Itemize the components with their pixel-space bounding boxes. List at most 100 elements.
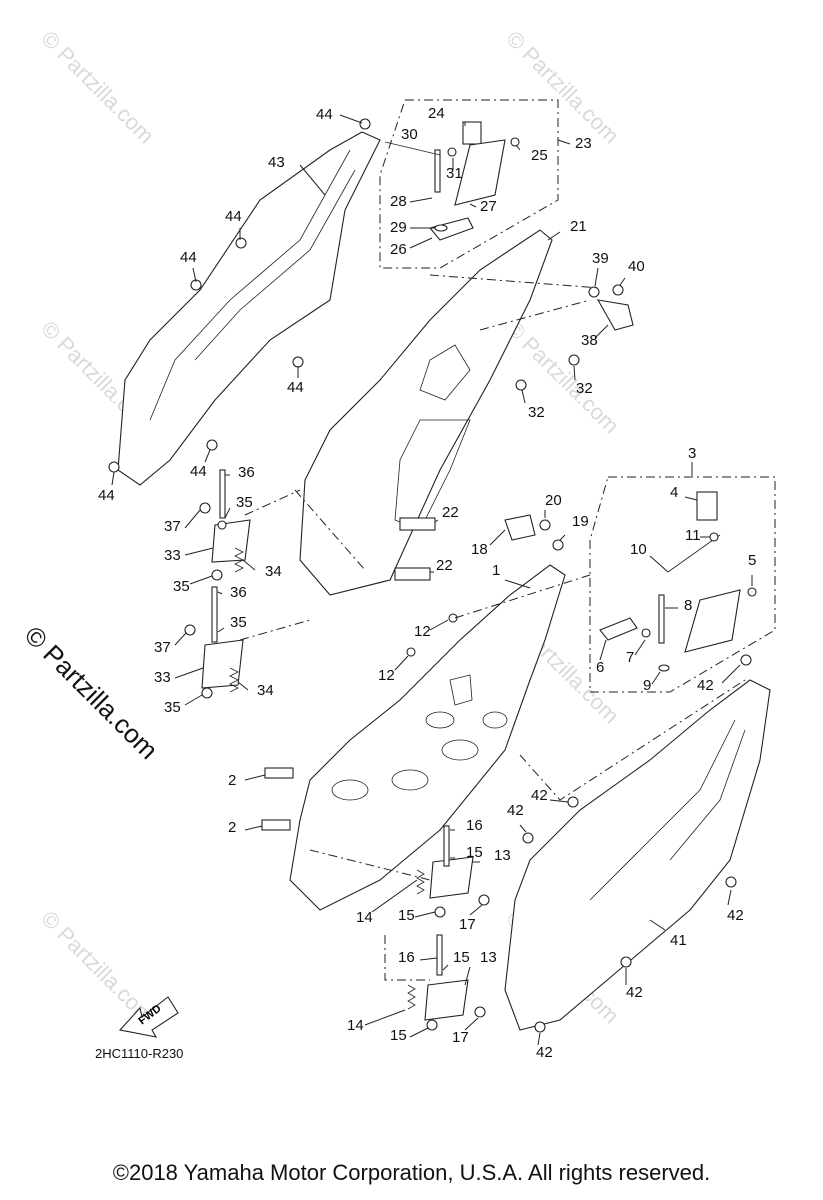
- callout-14: 14: [356, 909, 373, 926]
- striker-22a: [399, 517, 436, 531]
- door-1: [289, 564, 566, 911]
- callout-12: 12: [414, 623, 431, 640]
- callout-leader: [364, 1009, 406, 1026]
- pin-8: [658, 594, 665, 644]
- striker-2a: [264, 767, 294, 779]
- callout-9: 9: [643, 677, 651, 694]
- striker-2b: [261, 819, 291, 831]
- callout-leader: [469, 904, 483, 916]
- callout-leader: [237, 681, 249, 691]
- callout-44: 44: [190, 463, 207, 480]
- nut-7: [641, 628, 651, 638]
- callout-42: 42: [727, 907, 744, 924]
- callout-30: 30: [401, 126, 418, 143]
- screw-42e: [620, 956, 632, 968]
- callout-leader: [464, 966, 471, 986]
- screw-44e: [206, 439, 218, 451]
- callout-7: 7: [626, 649, 634, 666]
- callout-13: 13: [494, 847, 511, 864]
- bolt-12a: [448, 613, 458, 623]
- callout-leader: [464, 1017, 479, 1031]
- nut-35c: [201, 687, 213, 699]
- callout-leader: [434, 519, 439, 523]
- callout-leader: [409, 1027, 429, 1038]
- callout-2: 2: [228, 772, 236, 789]
- callout-6: 6: [596, 659, 604, 676]
- callout-leader: [184, 694, 203, 706]
- callout-16: 16: [398, 949, 415, 966]
- callout-leader: [204, 449, 211, 463]
- callout-13: 13: [480, 949, 497, 966]
- callout-28: 28: [390, 193, 407, 210]
- pin-36a: [219, 469, 226, 519]
- callout-37: 37: [164, 518, 181, 535]
- callout-leader: [727, 889, 732, 906]
- callout-15: 15: [390, 1027, 407, 1044]
- pin-36b: [211, 586, 218, 643]
- pin-28: [434, 149, 441, 193]
- callout-41: 41: [670, 932, 687, 949]
- callout-leader: [217, 591, 223, 595]
- callout-leader: [111, 471, 115, 486]
- callout-26: 26: [390, 241, 407, 258]
- callout-leader: [244, 825, 263, 831]
- callout-leader: [184, 509, 201, 529]
- callout-42: 42: [697, 677, 714, 694]
- callout-leader: [174, 632, 187, 646]
- bolt-5: [747, 587, 757, 597]
- callout-leader: [409, 237, 433, 249]
- callout-leader: [189, 575, 213, 585]
- nut-15b: [426, 1019, 438, 1031]
- door-21: [299, 229, 553, 596]
- spring-34b: [229, 667, 239, 693]
- rod-10: [667, 534, 721, 573]
- bolt-37a: [199, 502, 211, 514]
- callout-leader: [224, 507, 231, 519]
- callout-8: 8: [684, 597, 692, 614]
- washer-29: [434, 224, 448, 232]
- hinge-13a: [429, 856, 474, 899]
- nut-35a: [211, 569, 223, 581]
- callout-leader: [573, 365, 576, 381]
- hinge-33b: [201, 639, 244, 689]
- callout-36: 36: [230, 584, 247, 601]
- callout-leader: [649, 919, 666, 931]
- callout-32: 32: [576, 380, 593, 397]
- panel-41: [504, 679, 771, 1031]
- callout-leader: [521, 389, 526, 404]
- bolt-17b: [474, 1006, 486, 1018]
- callout-39: 39: [592, 250, 609, 267]
- screw-42d: [725, 876, 737, 888]
- callout-22: 22: [436, 557, 453, 574]
- svg-text:© Partzilla.com: © Partzilla.com: [36, 26, 159, 149]
- callout-leader: [515, 144, 521, 151]
- bolt-25: [510, 137, 520, 147]
- handle-6: [599, 617, 638, 641]
- pin-16a: [443, 825, 450, 867]
- callout-10: 10: [630, 541, 647, 558]
- callout-leader: [192, 267, 197, 283]
- callout-42: 42: [531, 787, 548, 804]
- nut-40: [612, 284, 624, 296]
- spring-14b: [407, 984, 416, 1010]
- callout-leader: [217, 627, 225, 633]
- hinge-38: [596, 299, 634, 331]
- callout-32: 32: [528, 404, 545, 421]
- callout-40: 40: [628, 258, 645, 275]
- callout-44: 44: [98, 487, 115, 504]
- callout-4: 4: [670, 484, 678, 501]
- callout-leader: [414, 911, 436, 918]
- svg-text:© Partzilla.com: © Partzilla.com: [501, 316, 624, 439]
- callout-leader: [299, 164, 326, 196]
- copyright-footer: ©2018 Yamaha Motor Corporation, U.S.A. A…: [112, 1160, 711, 1185]
- callout-15: 15: [466, 844, 483, 861]
- callout-leader: [594, 267, 599, 287]
- bolt-32b: [515, 379, 527, 391]
- callout-15: 15: [453, 949, 470, 966]
- striker-22b: [394, 567, 431, 581]
- hinge-13b: [424, 979, 469, 1021]
- callout-18: 18: [471, 541, 488, 558]
- bolt-17a: [478, 894, 490, 906]
- bolt-39: [588, 286, 600, 298]
